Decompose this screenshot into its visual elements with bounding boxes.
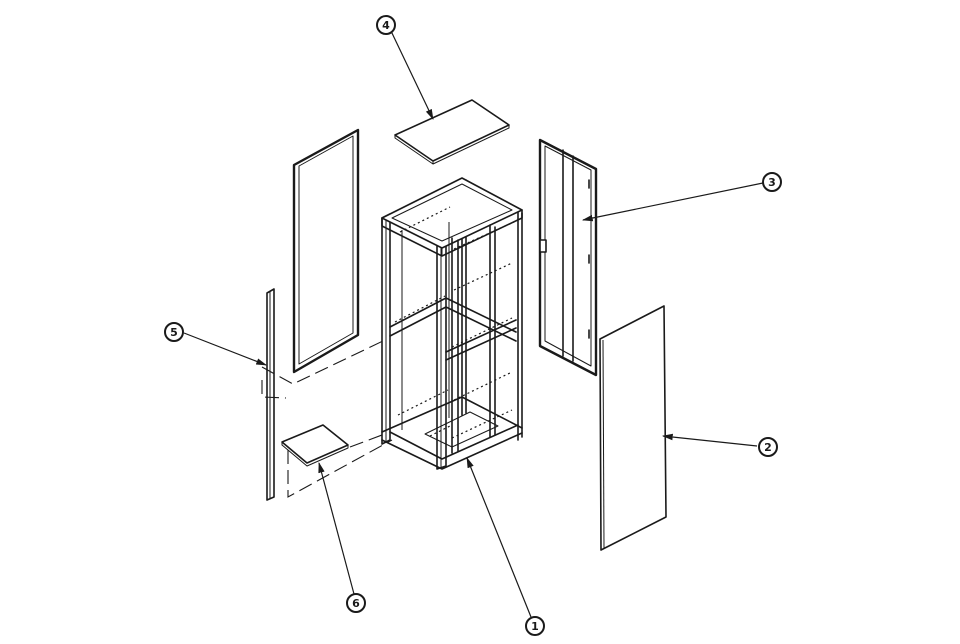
left-side-panel bbox=[292, 128, 360, 374]
bottom-plate bbox=[281, 424, 349, 467]
callout-2-label: 2 bbox=[764, 441, 772, 454]
rack-frame bbox=[381, 177, 523, 470]
callout-6-label: 6 bbox=[352, 597, 360, 610]
callout-1: 1 bbox=[525, 616, 545, 636]
callout-3-label: 3 bbox=[768, 176, 776, 189]
callout-1-label: 1 bbox=[531, 620, 539, 633]
callout-5: 5 bbox=[164, 322, 184, 342]
vertical-strip bbox=[266, 288, 275, 501]
leader-lines bbox=[183, 30, 764, 618]
callout-5-label: 5 bbox=[170, 326, 178, 339]
callout-4: 4 bbox=[376, 15, 396, 35]
front-door bbox=[538, 138, 598, 377]
assembly-dashed-lines bbox=[261, 339, 393, 498]
top-cover-panel bbox=[394, 99, 510, 165]
callout-6: 6 bbox=[346, 593, 366, 613]
callout-4-label: 4 bbox=[382, 19, 390, 32]
callout-2: 2 bbox=[758, 437, 778, 457]
right-side-panel bbox=[599, 305, 667, 551]
callout-3: 3 bbox=[762, 172, 782, 192]
